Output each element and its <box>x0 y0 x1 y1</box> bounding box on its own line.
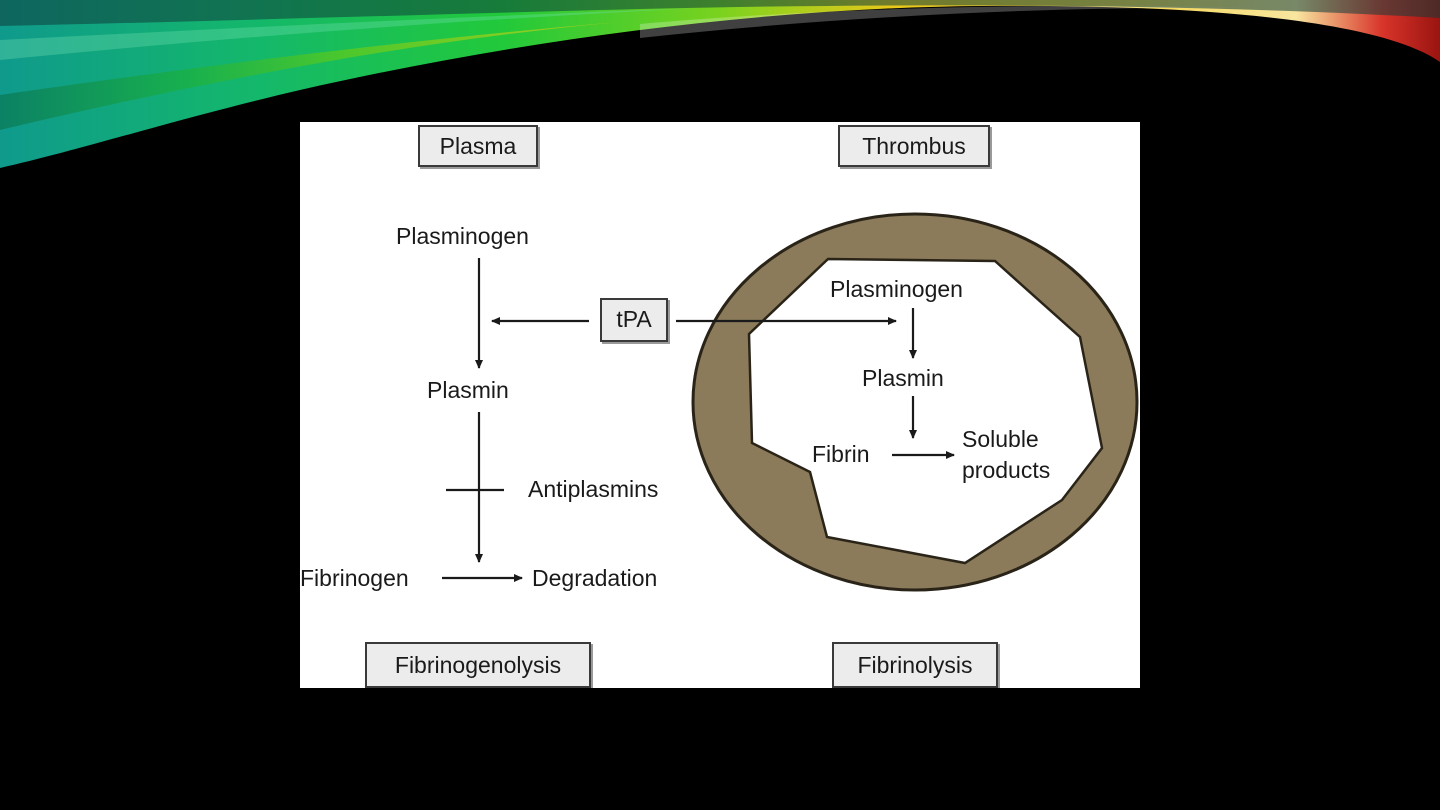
plasma-plasmin-label: Plasmin <box>427 377 509 403</box>
plasma-label-box: Plasma <box>418 125 538 167</box>
fibrinolysis-label-box: Fibrinolysis <box>832 642 998 688</box>
fibrinogenolysis-label-box: Fibrinogenolysis <box>365 642 591 688</box>
products-label: products <box>962 457 1051 483</box>
diagram-graphics <box>442 212 1139 592</box>
fibrin-label: Fibrin <box>812 441 870 467</box>
plasma-plasminogen-label: Plasminogen <box>396 223 529 249</box>
degradation-label: Degradation <box>532 565 658 591</box>
tpa-box: tPA <box>600 298 668 342</box>
soluble-label: Soluble <box>962 426 1039 452</box>
thrombus-plasminogen-label: Plasminogen <box>830 276 963 302</box>
thrombus-plasmin-label: Plasmin <box>862 365 944 391</box>
thrombus-lumen <box>747 257 1104 565</box>
fibrinogen-label: Fibrinogen <box>300 565 409 591</box>
fibrinolysis-diagram: Plasma Thrombus tPA Fibrinogenolysis Fib… <box>300 122 1140 688</box>
decorative-swoosh-banner <box>0 0 1440 168</box>
antiplasmins-label: Antiplasmins <box>528 476 659 502</box>
thrombus-label-box: Thrombus <box>838 125 990 167</box>
